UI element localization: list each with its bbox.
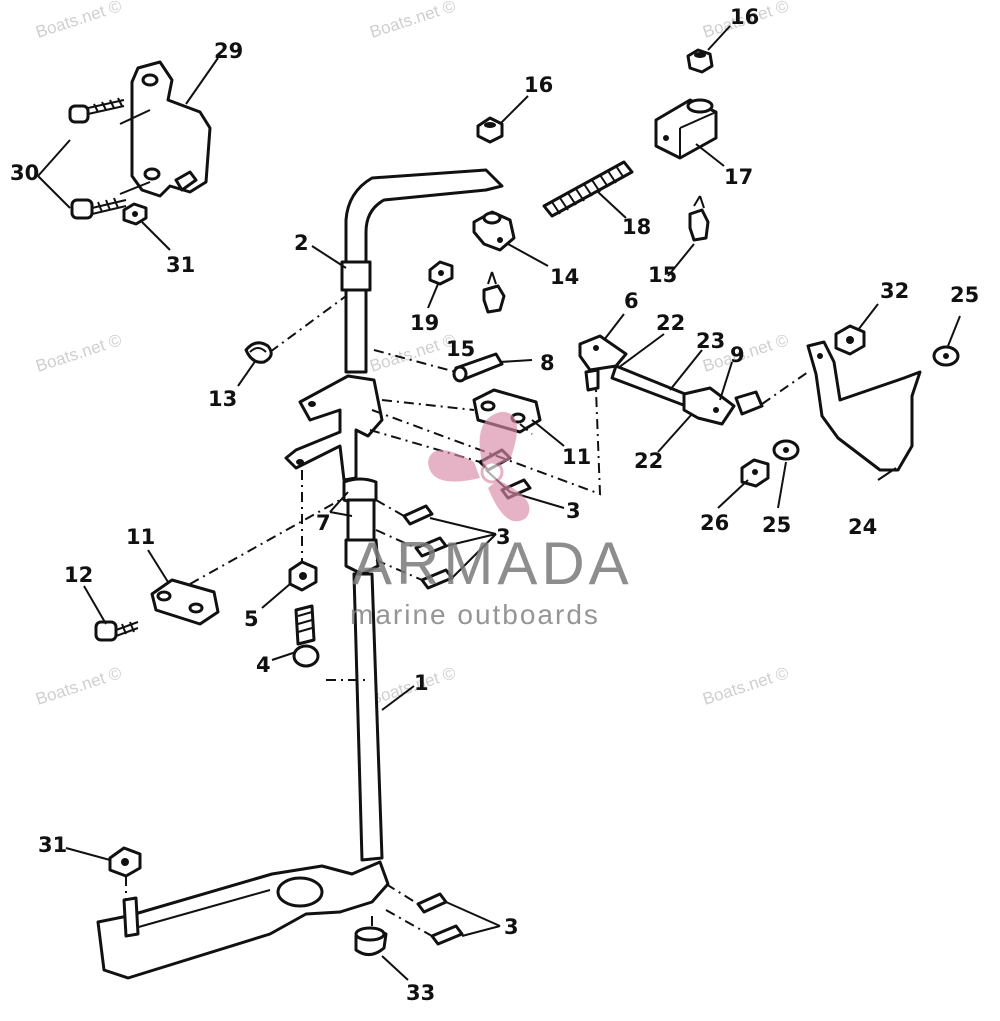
nut-16-center [476, 116, 504, 144]
watermark-text: Boats.net © [700, 663, 791, 709]
propeller-logo [428, 411, 530, 522]
bracket-29 [68, 60, 212, 226]
callout-12: 12 [64, 563, 93, 587]
shift-shaft-2 [284, 168, 504, 482]
brand-name: ARMADA [352, 530, 633, 597]
callout-3-middle: 3 [566, 499, 581, 523]
bushing-33 [354, 926, 388, 956]
callout-6: 6 [624, 289, 639, 313]
nut-5 [288, 560, 318, 592]
callout-17: 17 [724, 165, 753, 189]
brand-watermark: ARMADA marine outboards [350, 411, 633, 630]
callout-14: 14 [550, 265, 579, 289]
watermark-text: Boats.net © [33, 0, 124, 42]
nut-26 [740, 458, 770, 488]
bracket-24 [806, 340, 922, 472]
callout-9: 9 [730, 343, 745, 367]
swivel-14 [472, 210, 516, 252]
threaded-rod-18 [542, 160, 634, 218]
stud-15-center [482, 271, 506, 314]
callout-19: 19 [410, 311, 439, 335]
watermark-text: Boats.net © [33, 330, 124, 376]
callout-2: 2 [294, 231, 309, 255]
callout-7: 7 [316, 511, 331, 535]
callout-11-upper: 11 [562, 445, 591, 469]
callout-15-right: 15 [648, 263, 677, 287]
clamp-11-lower [150, 578, 220, 626]
watermark-text: Boats.net © [367, 0, 458, 42]
callout-25-lower: 25 [762, 513, 791, 537]
clip-13 [244, 341, 273, 364]
callout-33: 33 [406, 981, 435, 1005]
propeller-blade [488, 480, 530, 522]
callout-24: 24 [848, 515, 877, 539]
watermark-text: Boats.net © [33, 663, 124, 709]
nut-16-top-right [686, 48, 714, 74]
callout-22-upper: 22 [656, 311, 685, 335]
callout-11-lower: 11 [126, 525, 155, 549]
callout-25-right: 25 [950, 283, 979, 307]
block-17 [654, 98, 718, 160]
washer-25-right [932, 345, 960, 367]
callout-labels: 29 30 31 16 16 17 18 2 14 15 19 15 13 8 … [10, 5, 979, 1005]
callout-22-lower: 22 [634, 449, 663, 473]
roll-pins-3-bottom [416, 892, 464, 946]
propeller-blade [479, 411, 518, 470]
nut-31-bottom [108, 846, 142, 878]
washer-25-lower [772, 439, 800, 461]
callout-3-lower: 3 [496, 525, 511, 549]
stud-15-right [688, 195, 710, 242]
callout-26: 26 [700, 511, 729, 535]
callout-3-bottom: 3 [504, 915, 519, 939]
callout-30: 30 [10, 161, 39, 185]
callout-15-center: 15 [446, 337, 475, 361]
callout-1: 1 [414, 671, 429, 695]
callout-8: 8 [540, 351, 555, 375]
washer-19 [428, 260, 454, 286]
screw-12 [94, 620, 139, 642]
callout-18: 18 [622, 215, 651, 239]
base-lever [96, 860, 390, 980]
bolt-4 [292, 604, 320, 668]
callout-23: 23 [696, 329, 725, 353]
propeller-blade [428, 450, 480, 482]
callout-5: 5 [244, 607, 259, 631]
leader-lines [37, 25, 961, 981]
callout-16-top: 16 [730, 5, 759, 29]
pin-8 [452, 352, 504, 383]
callout-4: 4 [256, 653, 271, 677]
callout-31-bottom: 31 [38, 833, 67, 857]
callout-16-center: 16 [524, 73, 553, 97]
callout-29: 29 [214, 39, 243, 63]
nut-32 [834, 324, 866, 356]
callout-13: 13 [208, 387, 237, 411]
callout-31-top: 31 [166, 253, 195, 277]
callout-32: 32 [880, 279, 909, 303]
brand-tagline: marine outboards [350, 599, 600, 630]
